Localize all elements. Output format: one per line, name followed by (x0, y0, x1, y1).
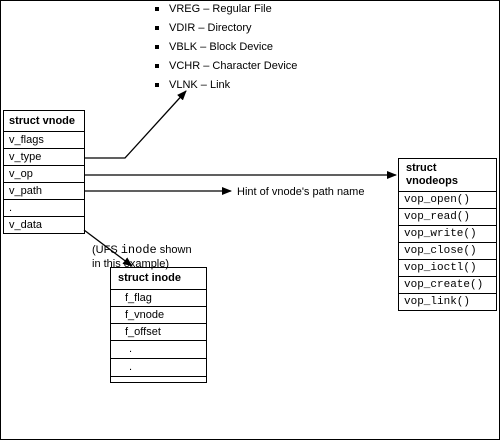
op-vop-write: vop_write() (399, 226, 496, 243)
op-vop-open: vop_open() (399, 192, 496, 209)
struct-inode-box: struct inode f_flag f_vnode f_offset . . (110, 267, 207, 383)
op-vop-link: vop_link() (404, 296, 471, 308)
field-f-vnode: f_vnode (111, 307, 206, 324)
arrow-vtype-to-types (84, 90, 187, 159)
field-f-flag: f_flag (111, 290, 206, 307)
field-f-offset: f_offset (111, 324, 206, 341)
list-item: VDIR – Directory (155, 19, 297, 38)
list-item: VLNK – Link (155, 76, 297, 95)
struct-vnodeops-title: struct vnodeops (399, 159, 496, 192)
struct-vnodeops-box: struct vnodeops vop_open() vop_read() vo… (398, 158, 497, 311)
ufs-note-prefix: (UFS (92, 244, 121, 256)
struct-vnodeops-title-line1: struct (406, 162, 437, 174)
vnode-type-list: VREG – Regular File VDIR – Directory VBL… (155, 0, 297, 95)
op-vop-read: vop_read() (399, 209, 496, 226)
struct-vnode-title: struct vnode (4, 111, 84, 132)
ufs-note-code: inode (120, 243, 157, 257)
list-item: VREG – Regular File (155, 0, 297, 19)
list-item: VBLK – Block Device (155, 38, 297, 57)
path-hint-label: Hint of vnode's path name (237, 186, 365, 198)
op-vop-close: vop_close() (399, 243, 496, 260)
arrow-vdata-to-inode (83, 229, 133, 267)
ufs-note-suffix: shown (156, 244, 192, 256)
field-ellipsis-2: . (111, 359, 206, 377)
field-ellipsis: . (4, 200, 84, 217)
struct-inode-title: struct inode (111, 268, 206, 290)
struct-vnodeops-title-line2: vnodeops (406, 175, 458, 187)
field-v-type: v_type (4, 149, 84, 166)
field-v-path: v_path (4, 183, 84, 200)
op-vop-create: vop_create() (399, 277, 496, 294)
field-v-op: v_op (4, 166, 84, 183)
field-ellipsis-1: . (111, 341, 206, 359)
ufs-note-line1: (UFS inode shown (92, 243, 192, 257)
field-v-data: v_data (9, 219, 43, 231)
list-item: VCHR – Character Device (155, 57, 297, 76)
field-v-flags: v_flags (4, 132, 84, 149)
struct-vnode-box: struct vnode v_flags v_type v_op v_path … (3, 110, 85, 234)
op-vop-ioctl: vop_ioctl() (399, 260, 496, 277)
